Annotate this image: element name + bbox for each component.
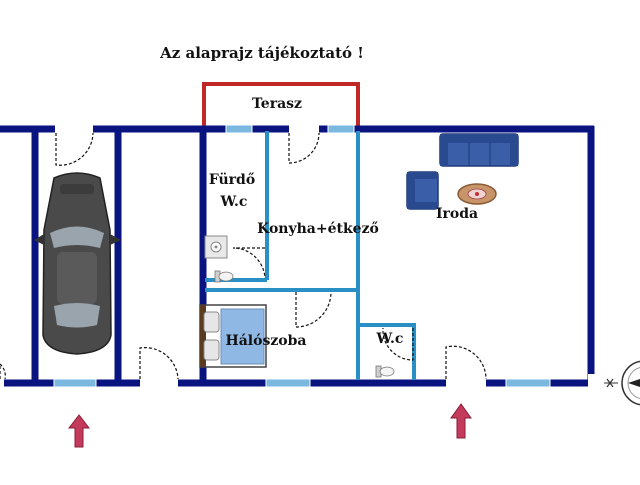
door-openings bbox=[0, 125, 596, 388]
door-swings bbox=[0, 132, 487, 380]
room-label-office: Iroda bbox=[436, 206, 478, 222]
room-label-kitchen-dining: Konyha+étkező bbox=[257, 221, 379, 237]
armchair-icon bbox=[406, 171, 439, 210]
car-icon bbox=[34, 172, 121, 355]
room-label-bedroom: Hálószoba bbox=[226, 333, 307, 349]
toilet-icon-wc bbox=[375, 365, 395, 378]
terrace-outline bbox=[202, 82, 360, 128]
plan-title: Az alaprajz tájékoztató ! bbox=[159, 44, 364, 62]
sofa-icon bbox=[439, 133, 519, 167]
shower-icon bbox=[204, 235, 228, 259]
coffee-table-icon bbox=[457, 183, 497, 205]
room-label-bathroom-wc: W.c bbox=[220, 194, 248, 210]
windows bbox=[53, 124, 551, 388]
room-label-terrace: Terasz bbox=[252, 96, 302, 112]
entry-arrow-icon bbox=[67, 414, 91, 448]
entry-arrow-icon-right bbox=[450, 403, 472, 439]
room-label-wc: W.c bbox=[376, 331, 404, 347]
bed-icon bbox=[199, 304, 267, 368]
room-label-bathroom: Fürdő bbox=[209, 172, 255, 188]
toilet-icon bbox=[214, 270, 234, 283]
compass-icon bbox=[604, 360, 640, 406]
